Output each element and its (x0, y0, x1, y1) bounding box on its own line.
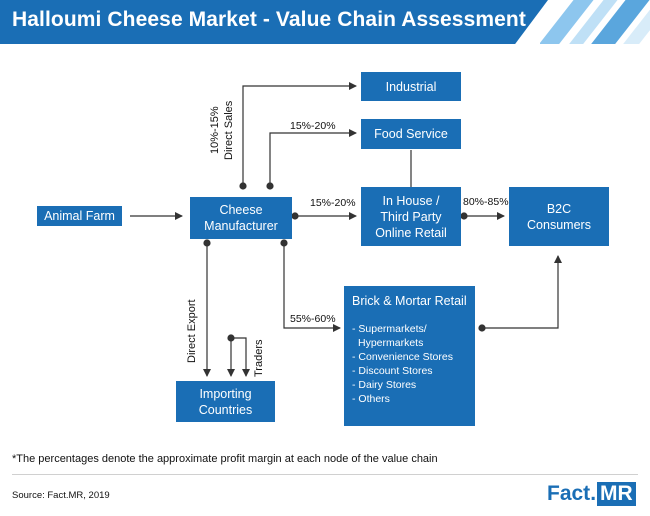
node-b2c-line1: B2C (546, 201, 572, 216)
logo-part1: Fact (547, 482, 591, 505)
node-cheese-manufacturer-line2: Manufacturer (204, 219, 278, 233)
edge-label-direct-export: Direct Export (186, 299, 198, 363)
edge-label-direct-sales: Direct Sales (223, 100, 235, 160)
node-importing-line1: Importing (199, 386, 252, 401)
node-online-retail-line2: Third Party (380, 209, 442, 224)
edge-label-online-margin: 15%-20% (310, 197, 356, 209)
edge-label-b2c-margin: 80%-85% (463, 196, 509, 208)
node-importing-line2: Countries (198, 402, 253, 417)
node-food-service: Food Service (361, 119, 461, 149)
edge-label-direct-sales-pct: 10%-15% (209, 106, 221, 154)
node-cheese-manufacturer-line1: Cheese (219, 203, 263, 217)
node-animal-farm: Animal Farm (37, 206, 122, 226)
node-online-retail: In House / Third Party Online Retail (361, 187, 461, 246)
node-importing-countries: Importing Countries (176, 381, 275, 422)
list-item: - Dairy Stores (352, 379, 417, 391)
title-bar: Halloumi Cheese Market - Value Chain Ass… (0, 0, 548, 44)
edge-label-food-service-margin: 15%-20% (290, 120, 336, 132)
list-item: - Supermarkets/ (352, 323, 427, 335)
node-food-service-label: Food Service (374, 127, 448, 141)
node-industrial-label: Industrial (385, 79, 437, 94)
node-online-retail-line3: Online Retail (375, 225, 447, 240)
logo-part2: MR (597, 482, 636, 506)
arrow-brick-to-b2c (482, 255, 562, 329)
footnote: *The percentages denote the approximate … (12, 453, 438, 465)
page-title: Halloumi Cheese Market - Value Chain Ass… (12, 8, 526, 31)
node-animal-farm-label: Animal Farm (44, 209, 115, 223)
edge-label-traders: Traders (253, 339, 265, 378)
node-b2c-line2: Consumers (527, 217, 591, 232)
node-brick-mortar-heading: Brick & Mortar Retail (352, 294, 467, 308)
arrow-to-food-service (269, 129, 357, 186)
brick-mortar-list: - Supermarkets/ Hypermarkets - Convenien… (352, 322, 467, 406)
list-item: - Discount Stores (352, 365, 433, 377)
logo-dot: . (590, 482, 597, 505)
factmr-logo: Fact.MR (547, 480, 643, 508)
arrow-to-industrial (242, 82, 357, 186)
arrow-traders (231, 337, 250, 377)
divider (12, 474, 638, 475)
node-online-retail-line1: In House / (382, 193, 440, 208)
list-item: Hypermarkets (358, 337, 424, 349)
node-brick-mortar-retail: Brick & Mortar Retail - Supermarkets/ Hy… (344, 286, 475, 426)
list-item: - Convenience Stores (352, 351, 453, 363)
node-industrial: Industrial (361, 72, 461, 101)
source-note: Source: Fact.MR, 2019 (12, 490, 110, 501)
node-cheese-manufacturer: Cheese Manufacturer (190, 197, 292, 239)
list-item: - Others (352, 393, 390, 405)
edge-label-brick-margin: 55%-60% (290, 313, 336, 325)
node-b2c-consumers: B2C Consumers (509, 187, 609, 246)
